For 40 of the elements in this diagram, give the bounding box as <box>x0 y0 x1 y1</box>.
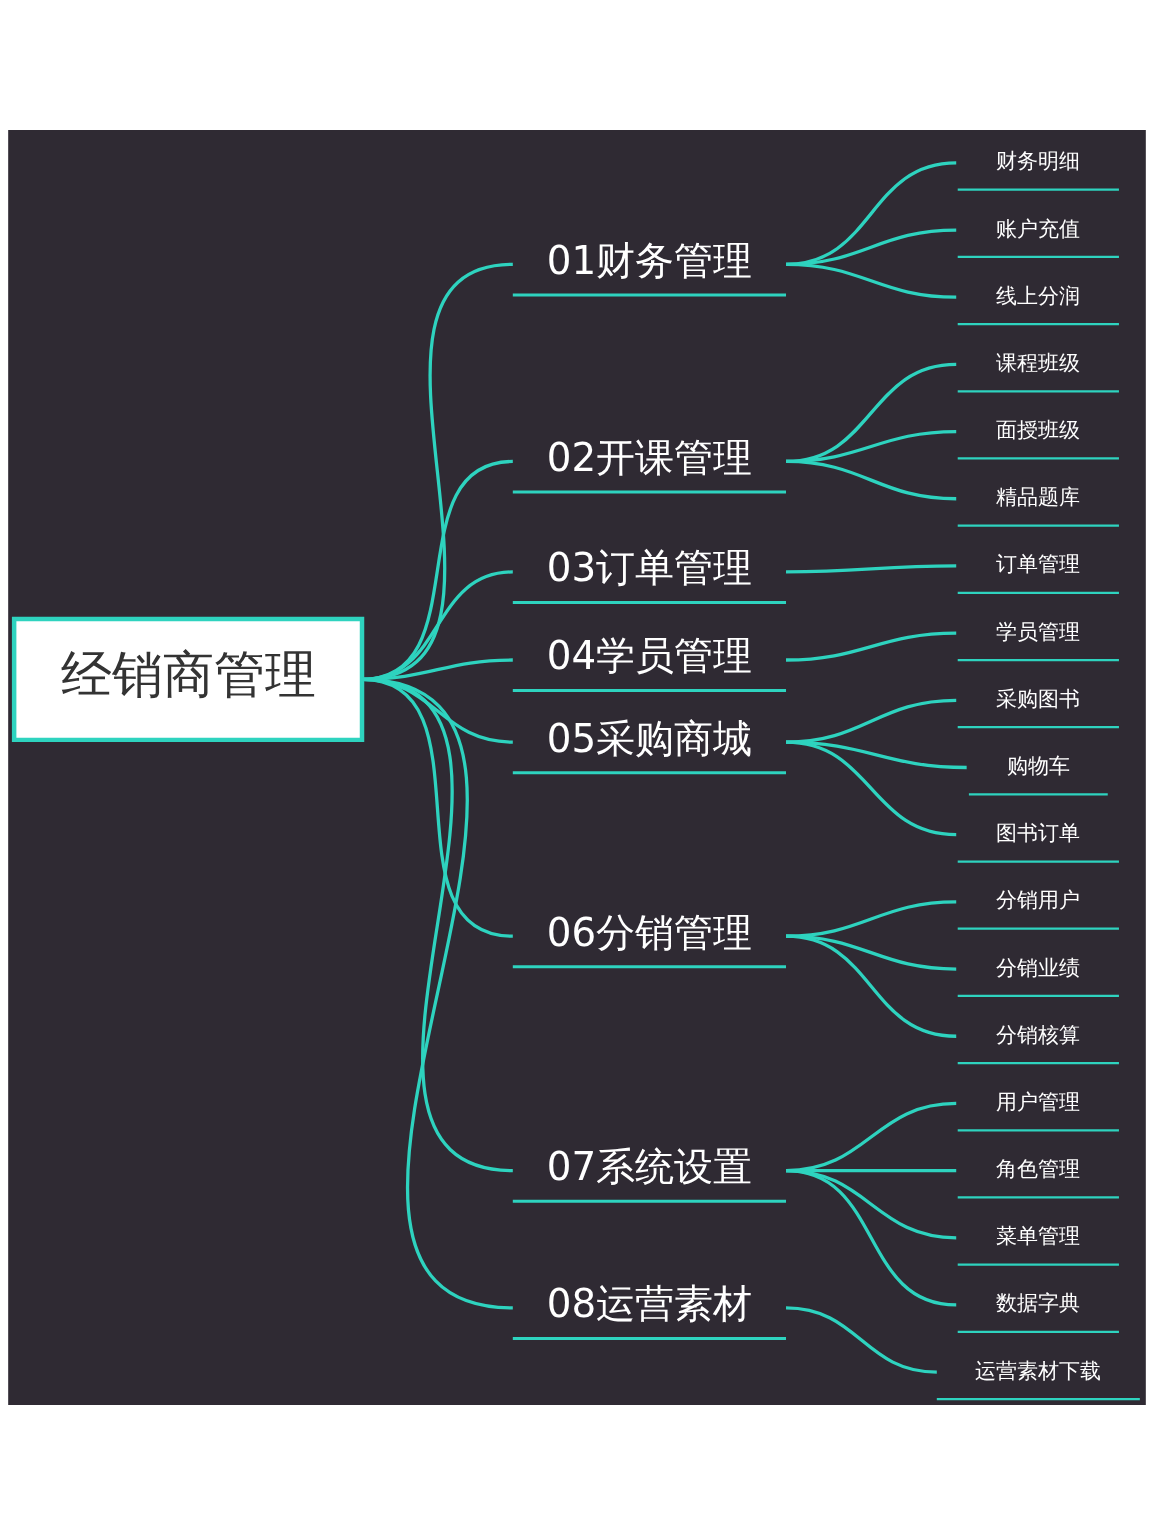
node-text: 课程班级 <box>996 350 1081 375</box>
node-text: 07系统设置 <box>546 1143 753 1189</box>
connector <box>785 1168 957 1307</box>
node-text: 订单管理 <box>996 551 1081 576</box>
node-text: 04学员管理 <box>546 632 753 678</box>
node-text: 分销核算 <box>996 1022 1081 1047</box>
node-text: 角色管理 <box>996 1156 1081 1181</box>
node-text: 分销业绩 <box>996 955 1081 980</box>
node-text: 账户充值 <box>996 216 1081 241</box>
node-text: 分销用户 <box>996 887 1081 912</box>
connector <box>785 631 957 662</box>
node-box: 经销商管理 <box>11 616 365 742</box>
node-text: 财务明细 <box>996 148 1081 173</box>
node-text: 精品题库 <box>996 484 1081 509</box>
node-text: 线上分润 <box>996 283 1081 308</box>
node-text: 学员管理 <box>996 619 1081 644</box>
node-text: 面授班级 <box>996 417 1081 442</box>
connector <box>785 459 957 500</box>
connector <box>785 740 967 769</box>
node-text: 05采购商城 <box>546 715 753 761</box>
node-text: 03订单管理 <box>546 544 753 590</box>
node-text: 采购图书 <box>996 686 1081 711</box>
node-text: 购物车 <box>1006 753 1070 778</box>
connector <box>785 262 957 299</box>
connector <box>361 677 514 1310</box>
connector <box>785 698 957 744</box>
connector <box>785 740 957 836</box>
connector <box>785 934 957 1038</box>
node-text: 用户管理 <box>996 1089 1081 1114</box>
node-text: 图书订单 <box>996 820 1081 845</box>
node-text: 02开课管理 <box>546 434 753 480</box>
node-text: 06分销管理 <box>546 909 753 955</box>
node-text: 运营素材下载 <box>975 1358 1102 1383</box>
node-text: 数据字典 <box>996 1290 1081 1315</box>
node-text: 菜单管理 <box>996 1223 1081 1248</box>
node-text: 08运营素材 <box>546 1280 753 1326</box>
connector <box>786 563 957 574</box>
connector <box>785 1305 937 1374</box>
connector <box>785 899 957 938</box>
node-text: 01财务管理 <box>546 237 753 283</box>
